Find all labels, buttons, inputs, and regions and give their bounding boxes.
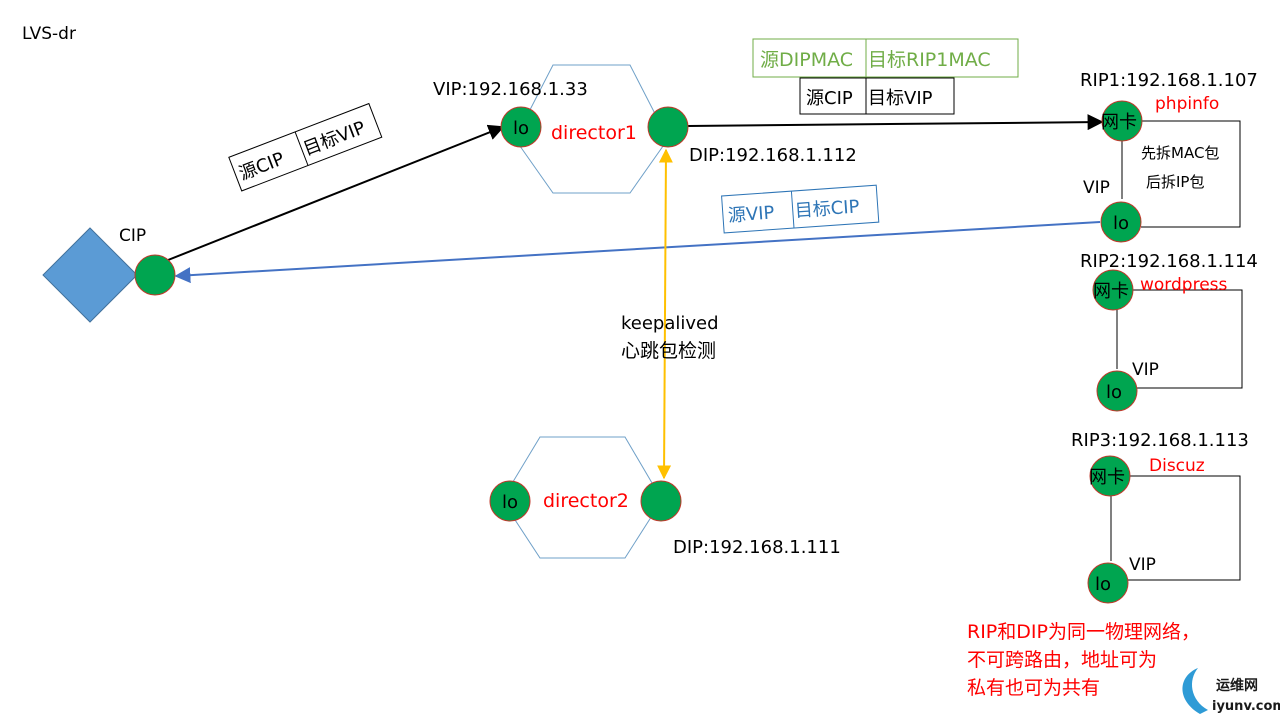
director1-lo-node — [500, 106, 542, 148]
director2-name: director2 — [543, 490, 629, 512]
packet-box — [752, 38, 1019, 78]
rs3-vip: VIP — [1129, 555, 1156, 575]
director1-dip: DIP:192.168.1.112 — [689, 145, 857, 166]
heartbeat-label-2: 心跳包检测 — [621, 340, 716, 362]
packet-divider — [294, 131, 309, 166]
watermark-logo-icon — [1182, 668, 1208, 714]
rs2-vip: VIP — [1132, 360, 1159, 380]
packet-client-to-vip: 源CIP 目标VIP — [228, 102, 383, 192]
rs2-app: wordpress — [1140, 275, 1228, 295]
note-line-2: 不可跨路由，地址可为 — [967, 649, 1157, 671]
packet-rs-to-client: 源VIP 目标CIP — [721, 184, 880, 234]
rs2-nic-label: 网卡 — [1093, 281, 1129, 302]
client-label: CIP — [119, 226, 146, 246]
rs1-nic-node — [1101, 100, 1143, 142]
rs3-nic-label: 网卡 — [1089, 467, 1125, 488]
director1-lo-label: lo — [513, 118, 529, 139]
rs2-rip: RIP2:192.168.1.114 — [1080, 251, 1258, 272]
director2-lo-node — [489, 480, 531, 522]
rs1-rip: RIP1:192.168.1.107 — [1080, 70, 1258, 91]
packet-src: 源DIPMAC — [760, 49, 853, 71]
watermark: 运维网 iyunv.com — [1182, 668, 1280, 714]
packet-divider — [790, 191, 795, 229]
note-line-3: 私有也可为共有 — [967, 677, 1100, 699]
rs3-nic-node — [1089, 455, 1131, 497]
rs2-lo-label: lo — [1106, 382, 1122, 403]
client-node — [134, 254, 176, 296]
packet-dst: 目标RIP1MAC — [868, 49, 991, 71]
packet-src: 源VIP — [727, 202, 775, 226]
rs1-app: phpinfo — [1155, 94, 1219, 114]
rs2-bracket — [1133, 289, 1243, 389]
diagram-title: LVS-dr — [22, 24, 76, 44]
rs3-bracket — [1128, 475, 1241, 581]
heartbeat-arrow — [657, 148, 673, 480]
rs2-nic-node — [1092, 269, 1134, 311]
rs3-lo-node — [1087, 562, 1129, 604]
packet-box — [228, 102, 383, 192]
director2-dip: DIP:192.168.1.111 — [673, 537, 841, 558]
director2-lo-label: lo — [502, 492, 518, 513]
packet-dir-to-rs-inner: 源CIP 目标VIP — [799, 77, 955, 115]
packet-dir-to-rs-outer: 源DIPMAC 目标RIP1MAC — [752, 38, 1019, 78]
packet-src: 源CIP — [806, 88, 853, 109]
rs3-rip: RIP3:192.168.1.113 — [1071, 430, 1249, 451]
note-line-1: RIP和DIP为同一物理网络， — [967, 621, 1200, 643]
rs1-note-2: 后拆IP包 — [1146, 173, 1204, 191]
rs1-lo-node — [1100, 201, 1142, 243]
rs1-lo-label: lo — [1113, 213, 1129, 234]
director1-name: director1 — [551, 122, 637, 144]
packet-box — [721, 184, 880, 234]
director-to-rs1-arrow — [687, 114, 1104, 131]
director2-dip-node — [640, 480, 682, 522]
rs3-app: Discuz — [1149, 456, 1205, 476]
director1-dip-node — [647, 106, 689, 148]
heartbeat-label-1: keepalived — [621, 313, 719, 334]
watermark-domain: iyunv.com — [1212, 699, 1280, 714]
packet-box — [799, 77, 955, 115]
rs1-note-1: 先拆MAC包 — [1141, 144, 1219, 162]
director1-vip: VIP:192.168.1.33 — [433, 79, 588, 100]
rs1-nic-label: 网卡 — [1101, 112, 1137, 133]
rs1-to-client-arrow — [174, 221, 1101, 284]
packet-dst: 目标CIP — [794, 196, 860, 221]
watermark-brand: 运维网 — [1216, 677, 1258, 694]
client-diamond — [42, 227, 138, 323]
packet-dst: 目标VIP — [868, 88, 933, 109]
rs3-lo-label: lo — [1095, 574, 1111, 595]
rs1-bracket — [1140, 120, 1241, 228]
client-to-vip-arrow — [157, 124, 505, 265]
rs1-vip: VIP — [1083, 178, 1110, 198]
rs2-lo-node — [1096, 370, 1138, 412]
